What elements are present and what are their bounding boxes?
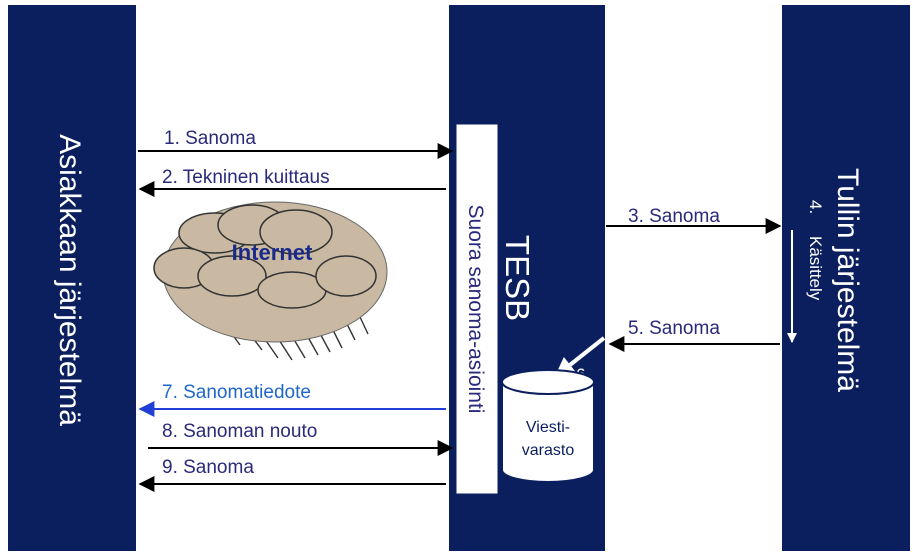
arrow-6-store (554, 336, 606, 378)
customs-system-bar (782, 5, 910, 551)
message-7-label: 7. Sanomatiedote (162, 382, 311, 403)
internet-cloud-icon (153, 201, 388, 361)
message-4-label: Käsittely (806, 236, 825, 301)
storage-label-line2: varasto (522, 442, 575, 459)
message-2-label: 2. Tekninen kuittaus (162, 167, 330, 188)
message-1-label: 1. Sanoma (164, 128, 256, 149)
storage-label-line1: Viesti- (526, 419, 570, 436)
message-8-label: 8. Sanoman nouto (162, 421, 317, 442)
client-system-label: Asiakkaan järjestelmä (53, 134, 86, 426)
direct-messaging-interface-panel (455, 123, 499, 495)
client-system-bar (8, 5, 136, 551)
message-4-number: 4. (806, 200, 825, 214)
message-9-label: 9. Sanoma (162, 457, 254, 478)
message-storage-cylinder (501, 369, 595, 483)
customs-system-label: Tullin järjestelmä (831, 168, 864, 392)
message-5-label: 5. Sanoma (628, 318, 720, 339)
direct-messaging-interface-label: Suora sanoma-asiointi (464, 205, 487, 414)
esb-label: TESB (499, 235, 536, 321)
message-3-label: 3. Sanoma (628, 206, 720, 227)
internet-label: Internet (232, 240, 313, 265)
